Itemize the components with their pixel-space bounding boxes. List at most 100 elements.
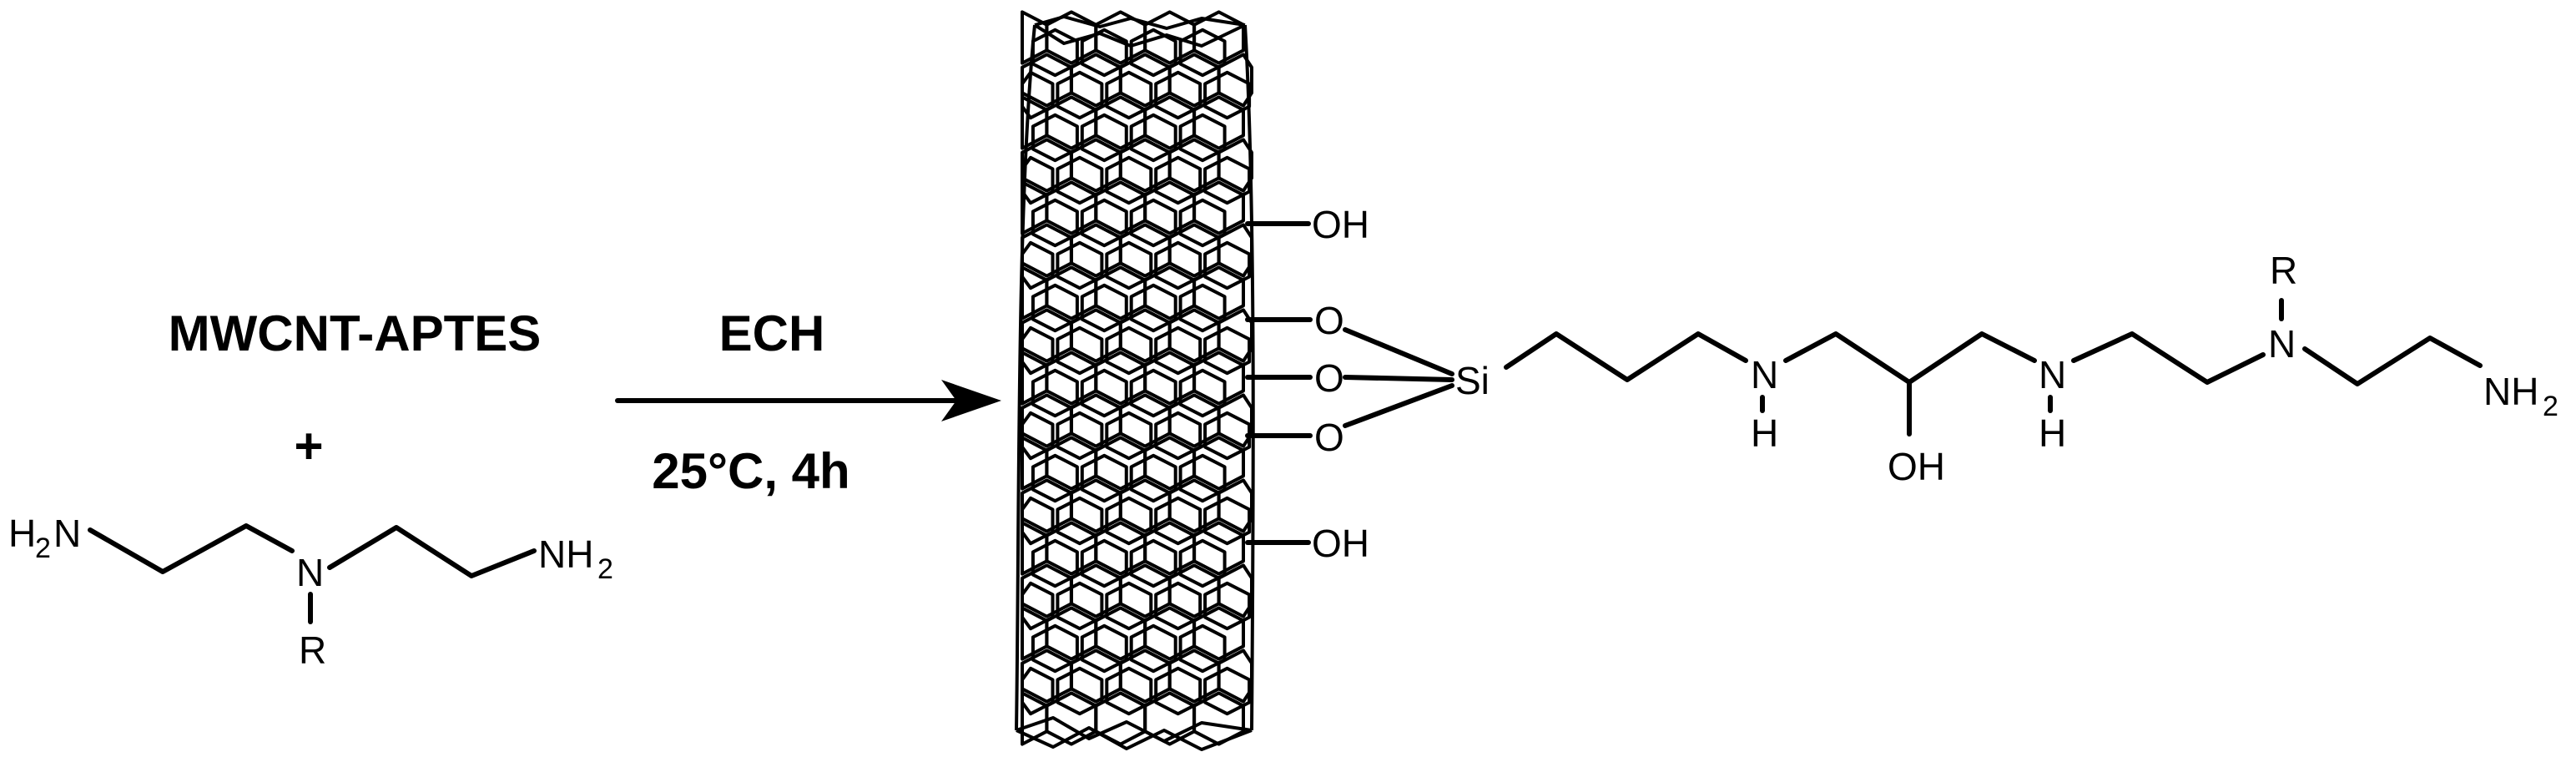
amine-n1-label: N: [1751, 353, 1778, 396]
nanotube-back-hexagon: [1056, 581, 1104, 631]
nanotube-back-hexagon: [1105, 155, 1153, 205]
oxygen-2-label: O: [1314, 356, 1344, 400]
nanotube-back-hexagon: [1154, 70, 1202, 120]
nanotube-back-hexagon: [1080, 453, 1128, 503]
nanotube-back-hexagon: [1080, 283, 1128, 333]
nanotube-back-hexagon: [1203, 155, 1252, 205]
nanotube-back-hexagon: [1105, 666, 1153, 716]
nanotube-back-hexagon: [1129, 198, 1177, 248]
o2-si-bond: [1343, 375, 1454, 382]
nanotube-back-hexagon: [1021, 666, 1055, 716]
nanotube-back-hexagon: [1031, 198, 1079, 248]
nanotube-back-hexagon: [1080, 198, 1128, 248]
nanotube-back-hexagon: [1105, 411, 1153, 461]
nanotube-back-hexagon: [1105, 496, 1153, 546]
chain-hydroxyl-label: OH: [1888, 445, 1945, 488]
amine-left-h-subscript: 2: [35, 532, 51, 564]
nanotube-back-hexagon: [1203, 70, 1252, 120]
nanotube-back-hexagon: [1031, 28, 1079, 78]
terminal-amine-subscript: 2: [2543, 391, 2558, 422]
nanotube-back-hexagon: [1105, 240, 1153, 290]
nanotube-back-hexagon: [1056, 70, 1104, 120]
terminal-ethylene-bond: [2302, 336, 2483, 386]
oxygen-3-label: O: [1314, 416, 1344, 459]
nanotube-back-hexagon: [1129, 623, 1177, 674]
nanotube-back-hexagon: [1203, 581, 1252, 631]
amine-left-h: H: [8, 512, 36, 555]
nanotube-back-hexagon: [1105, 581, 1153, 631]
nanotube-back-hexagon: [1203, 326, 1252, 376]
nanotube-back-hexagon: [1178, 368, 1227, 418]
tertiary-n-label: N: [2268, 322, 2296, 366]
nanotube-back-hexagon: [1056, 496, 1104, 546]
nanotube-back-hexagon: [1203, 666, 1252, 716]
nanotube-back-hexagon: [1031, 283, 1079, 333]
hydroxypropyl-chain-bond: [1783, 331, 2037, 385]
nanotube-back-hexagon: [1031, 538, 1079, 588]
nanotube-back-hexagon: [1021, 411, 1055, 461]
nanotube-back-hexagon: [1056, 155, 1104, 205]
amine-h1-label: H: [1751, 411, 1778, 455]
nanotube-back-hexagon: [1203, 240, 1252, 290]
nanotube-back-hexagon: [1154, 326, 1202, 376]
nanotube-back-hexagon: [1080, 538, 1128, 588]
nanotube-back-hexagon: [1129, 368, 1177, 418]
nanotube-back-hexagon: [1031, 113, 1079, 163]
nanotube-back-hexagon: [1178, 113, 1227, 163]
nanotube-back-hexagon: [1154, 581, 1202, 631]
nanotube-back-hexagon: [1178, 283, 1227, 333]
nanotube-back-hexagon: [1021, 240, 1055, 290]
nanotube-back-hexagon: [1154, 411, 1202, 461]
amine-left-n: N: [53, 512, 81, 555]
amine-reactant-structure: H 2 N N R NH 2: [8, 512, 613, 672]
nanotube-back-hexagon: [1203, 411, 1252, 461]
amine-h2-label: H: [2039, 411, 2066, 455]
nanotube-back-hexagon: [1105, 70, 1153, 120]
tertiary-r-label: R: [2270, 249, 2297, 292]
amine-right-nh: NH: [538, 532, 593, 576]
nanotube-back-hexagon: [1080, 623, 1128, 674]
nanotube-back-hexagon: [1178, 623, 1227, 674]
top-hydroxyl-label: OH: [1312, 203, 1369, 246]
nanotube-back-hexagon: [1031, 453, 1079, 503]
amine-center-n: N: [296, 551, 324, 594]
nanotube-back-hexagon: [1021, 496, 1055, 546]
amine-left-chain-bond: [88, 523, 295, 574]
nanotube-back-hexagon: [1056, 666, 1104, 716]
nanotube-back-hexagon: [1154, 155, 1202, 205]
nanotube-back-hexagon: [1203, 496, 1252, 546]
nanotube-back-hexagon: [1154, 496, 1202, 546]
o3-si-bond: [1343, 383, 1454, 428]
amine-right-nh-subscript: 2: [597, 553, 613, 585]
nanotube-hexagon: [1192, 10, 1245, 65]
nanotube-back-hexagon: [1031, 623, 1079, 674]
nanotube-back-hexagon: [1154, 666, 1202, 716]
nanotube-back-hexagon: [1154, 240, 1202, 290]
nanotube-back-hexagon: [1021, 581, 1055, 631]
nanotube-back-hexagon: [1056, 240, 1104, 290]
nanotube-back-hexagon: [1080, 368, 1128, 418]
nanotube-back-hexagon: [1021, 326, 1055, 376]
nanotube-back-hexagon: [1129, 113, 1177, 163]
reagent-mwcnt-aptes-label: MWCNT-APTES: [169, 305, 542, 361]
nanotube-back-hexagon: [1031, 368, 1079, 418]
ethylene-chain-bond: [2071, 331, 2266, 385]
bottom-hydroxyl-label: OH: [1312, 522, 1369, 565]
nanotube-back-hexagon: [1129, 453, 1177, 503]
silicon-label: Si: [1455, 359, 1490, 402]
nanotube-back-hexagon: [1129, 283, 1177, 333]
condition-temperature-time: 25°C, 4h: [652, 443, 849, 499]
nanotube-back-hexagon: [1021, 155, 1055, 205]
nanotube-back-hexagon: [1080, 113, 1128, 163]
nanotube-back-hexagon: [1178, 538, 1227, 588]
nanotube-back-hexagon: [1178, 198, 1227, 248]
nanotube-back-hexagon: [1178, 453, 1227, 503]
nanotube-back-hexagon: [1056, 326, 1104, 376]
nanotube-back-hexagon: [1056, 411, 1104, 461]
nanotube-back-hexagon: [1129, 538, 1177, 588]
o1-si-bond: [1343, 327, 1454, 376]
terminal-amine-label: NH: [2483, 370, 2538, 413]
plus-sign: +: [294, 418, 323, 474]
carbon-nanotube: [1015, 10, 1255, 751]
